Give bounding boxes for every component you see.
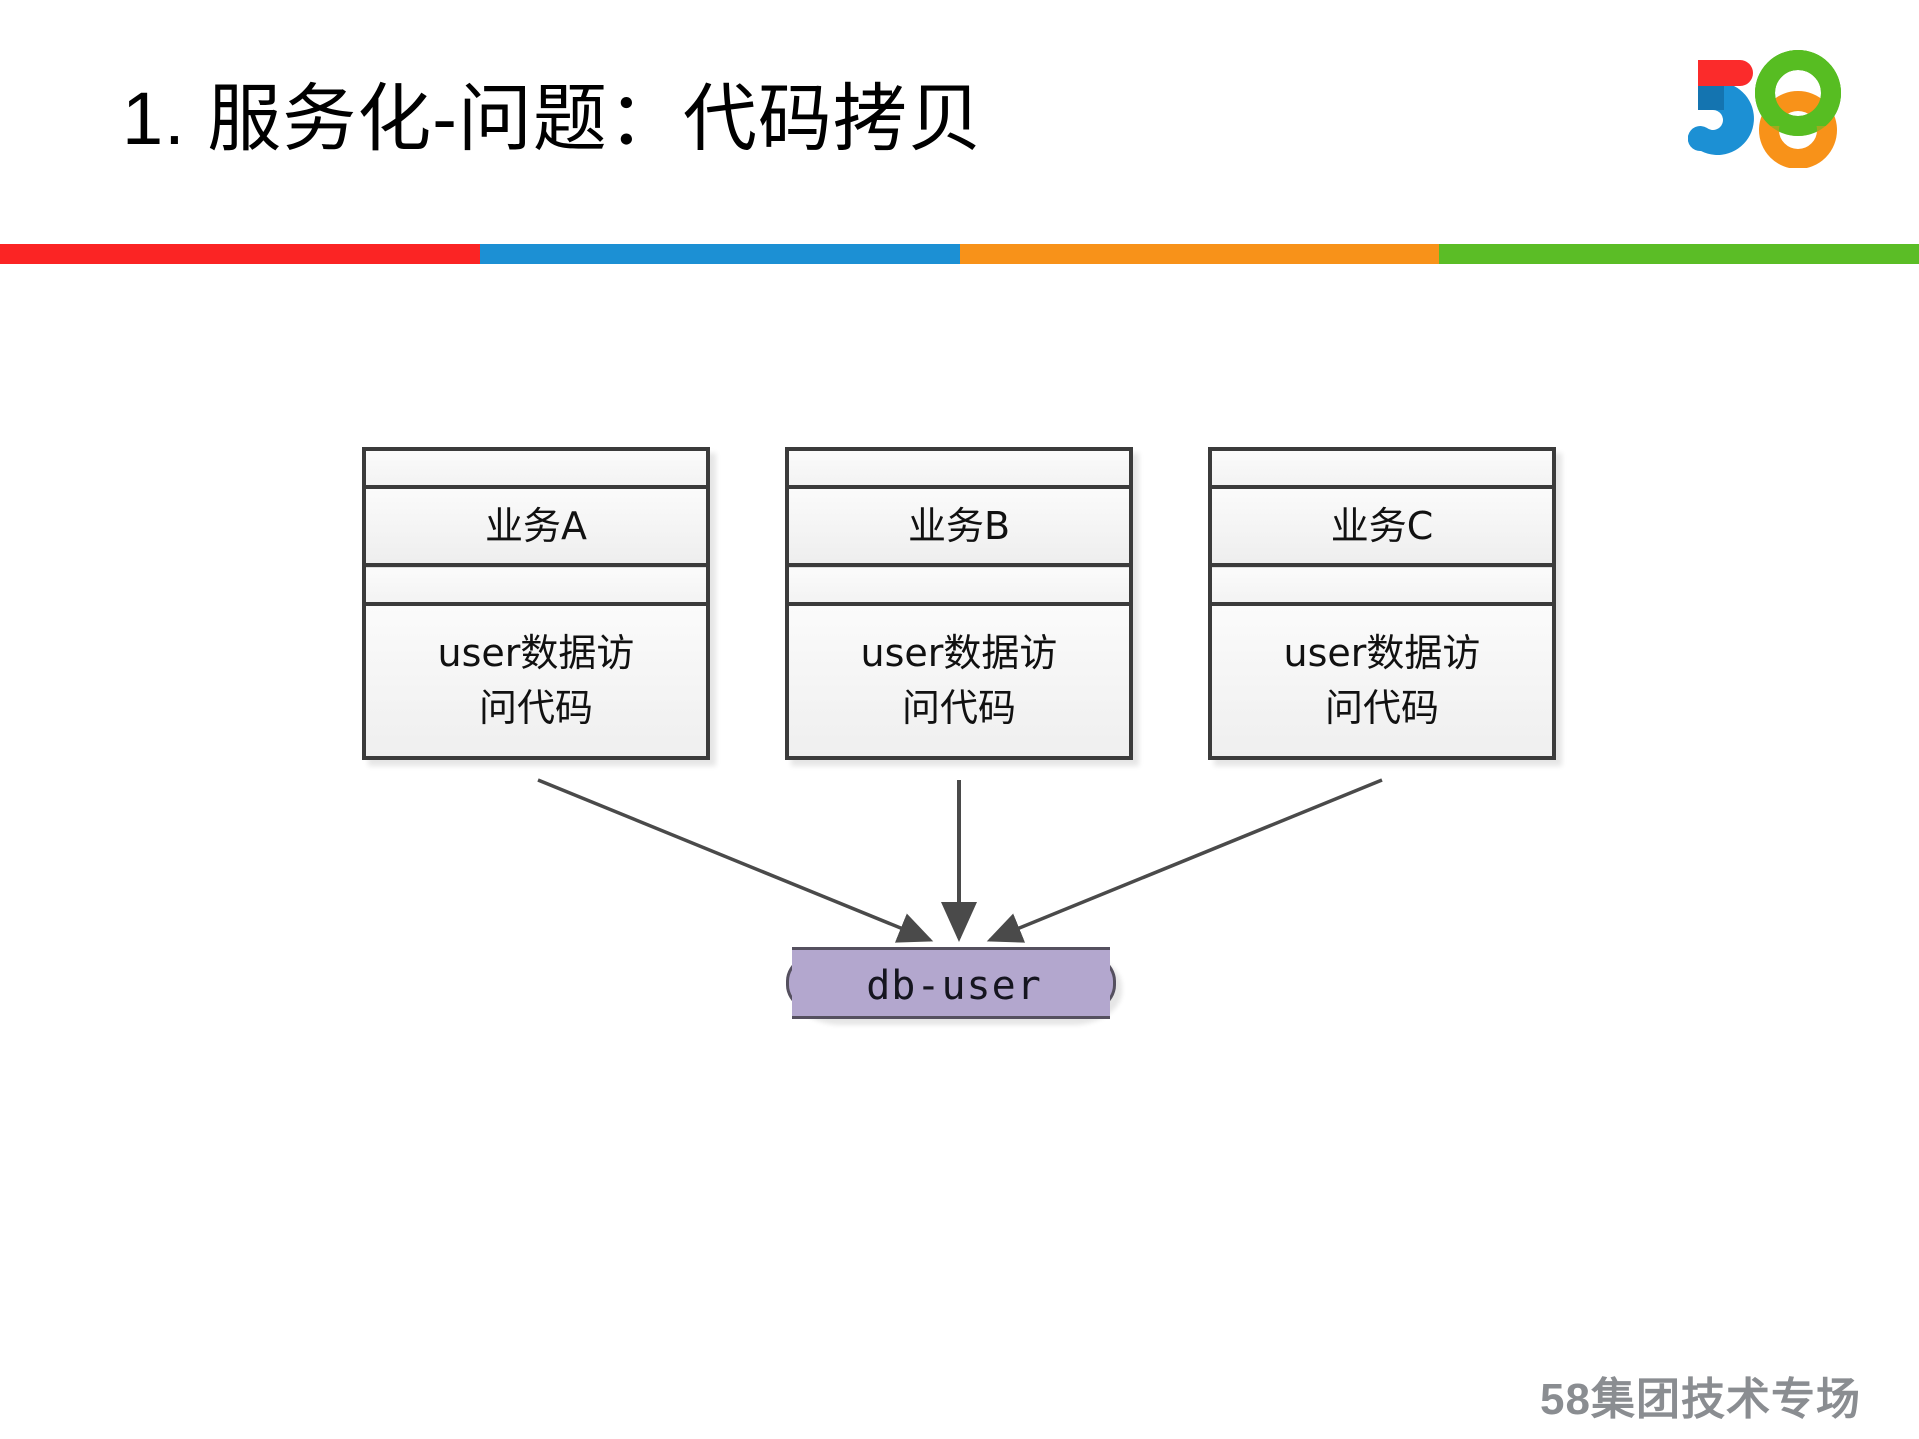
footer-brand-text: 58集团技术专场: [1540, 1375, 1861, 1424]
brand-divider-bar: [0, 244, 1919, 264]
component-body-c-line1: user数据访: [1283, 630, 1481, 675]
edge-a-to-db: [537, 778, 934, 943]
divider-segment-red: [0, 244, 480, 264]
page-title: 1. 服务化-问题：代码拷贝: [122, 77, 983, 160]
component-body-a: user数据访 问代码: [366, 606, 706, 756]
component-body-b-line2: 问代码: [901, 686, 1016, 730]
component-body-c-line2: 问代码: [1324, 686, 1439, 730]
component-body-a-line2: 问代码: [478, 686, 593, 730]
divider-segment-blue: [479, 244, 960, 264]
component-box-b[interactable]: 业务B user数据访 问代码: [785, 447, 1133, 760]
component-title-c: 业务C: [1212, 489, 1552, 567]
datastore-body: [792, 947, 1110, 1019]
component-top-strip: [1212, 451, 1552, 489]
component-mid-strip: [1212, 567, 1552, 606]
component-box-c[interactable]: 业务C user数据访 问代码: [1208, 447, 1556, 760]
component-body-c: user数据访 问代码: [1212, 606, 1552, 756]
edge-c-to-db: [986, 778, 1383, 943]
component-box-a[interactable]: 业务A user数据访 问代码: [362, 447, 710, 760]
component-mid-strip: [789, 567, 1129, 606]
58-logo: [1687, 48, 1848, 169]
component-top-strip: [366, 451, 706, 489]
component-mid-strip: [366, 567, 706, 606]
component-body-a-line1: user数据访: [437, 630, 635, 675]
divider-segment-green: [1439, 244, 1919, 264]
datastore-label: db-user: [866, 963, 1042, 1009]
component-body-b-line1: user数据访: [860, 630, 1058, 675]
component-title-a: 业务A: [366, 489, 706, 567]
divider-segment-orange: [959, 244, 1440, 264]
component-top-strip: [789, 451, 1129, 489]
component-body-b: user数据访 问代码: [789, 606, 1129, 756]
datastore-node-db-user[interactable]: db-user: [786, 947, 1116, 1019]
component-title-b: 业务B: [789, 489, 1129, 567]
